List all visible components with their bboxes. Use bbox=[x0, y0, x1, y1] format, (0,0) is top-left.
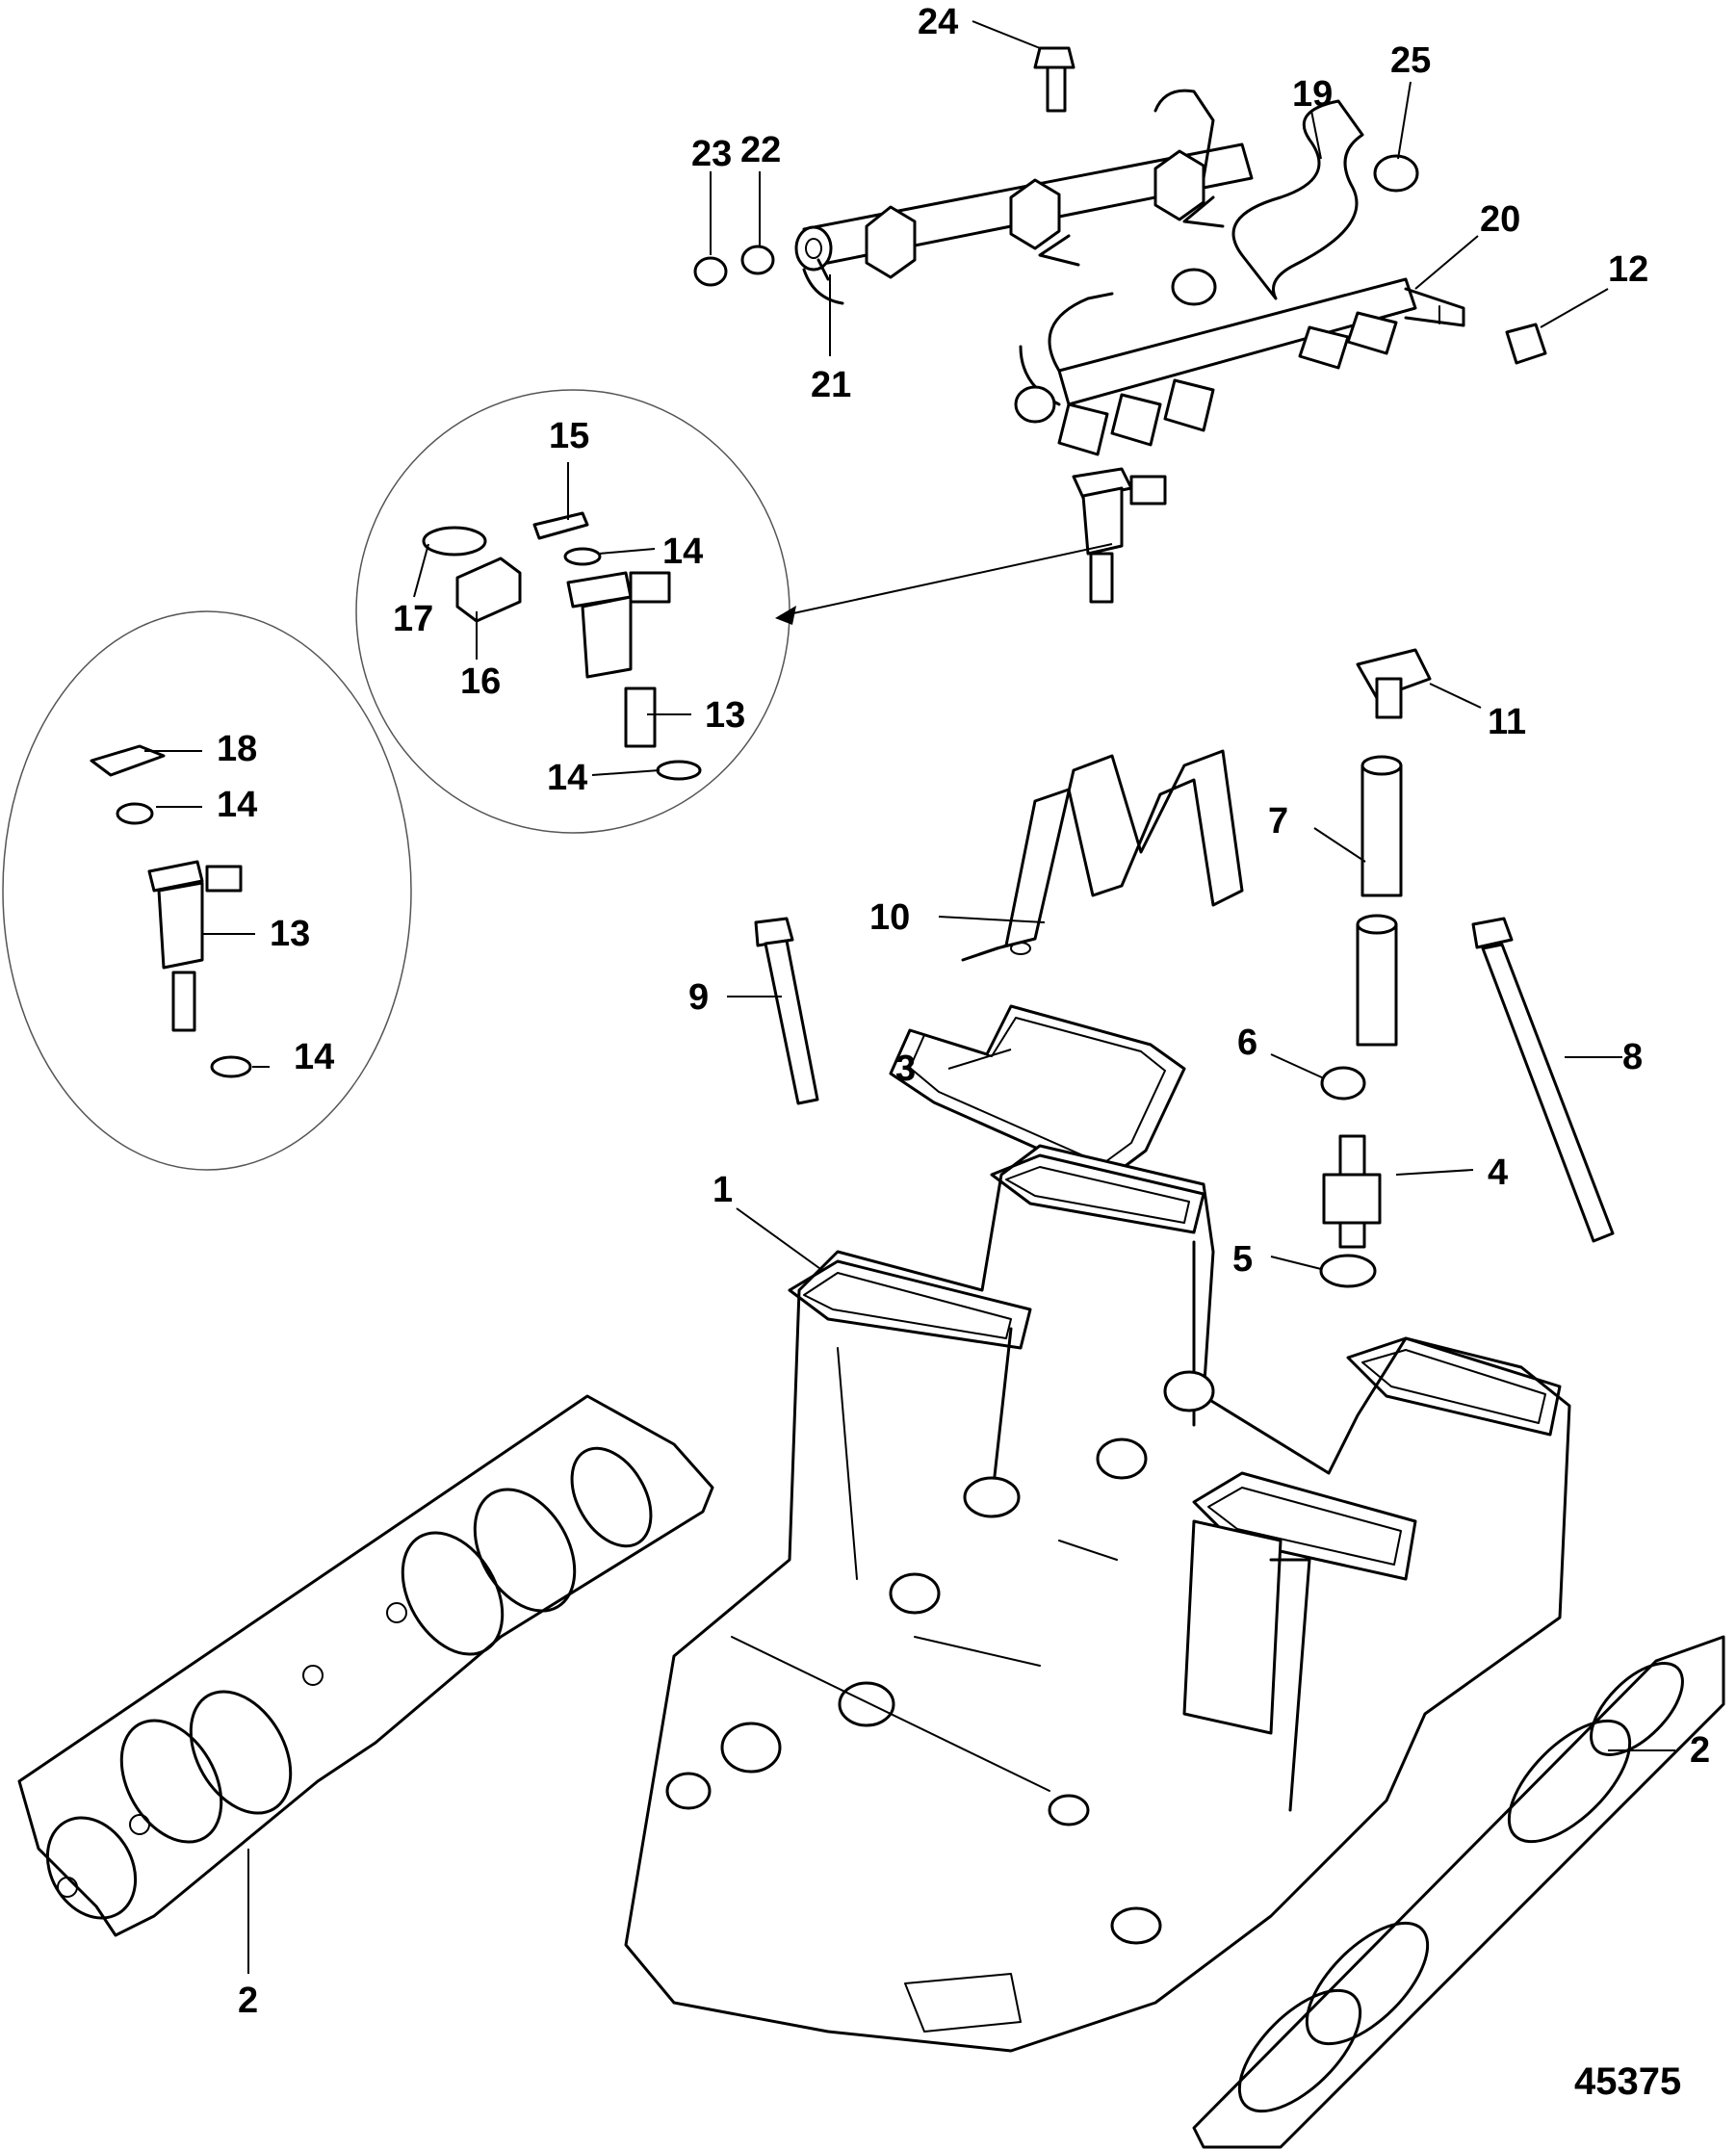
leader-19 bbox=[1310, 110, 1322, 160]
callout-4: 4 bbox=[1488, 1153, 1508, 1193]
leader-10 bbox=[938, 916, 1046, 923]
intake-manifold bbox=[624, 1144, 1571, 2053]
pcv-valve-4 bbox=[1322, 1134, 1382, 1249]
callout-14-d: 14 bbox=[294, 1037, 334, 1077]
callout-9: 9 bbox=[688, 977, 709, 1018]
leader-20 bbox=[1414, 235, 1479, 290]
leader-12 bbox=[1540, 288, 1609, 328]
callout-13-a: 13 bbox=[705, 695, 745, 736]
callout-13-b: 13 bbox=[270, 914, 310, 954]
retainer-15 bbox=[532, 511, 589, 540]
callout-25: 25 bbox=[1390, 40, 1431, 81]
callout-19: 19 bbox=[1292, 74, 1333, 115]
bolt-24 bbox=[1033, 46, 1075, 113]
callout-23: 23 bbox=[691, 134, 732, 174]
leader-11 bbox=[1429, 683, 1482, 709]
cap-22 bbox=[740, 245, 775, 275]
fuel-rail-upper bbox=[794, 89, 1254, 305]
o-ring-14-d bbox=[210, 1055, 252, 1078]
figure-number: 45375 bbox=[1574, 2060, 1681, 2103]
bracket-hole bbox=[1010, 942, 1031, 955]
elbow-fitting-11 bbox=[1356, 648, 1432, 719]
callout-18: 18 bbox=[217, 729, 257, 769]
callout-14-c: 14 bbox=[217, 785, 257, 825]
cap-12 bbox=[1505, 323, 1547, 365]
callout-14-a: 14 bbox=[662, 531, 703, 572]
callout-8: 8 bbox=[1622, 1037, 1643, 1077]
bracket-10 bbox=[961, 749, 1244, 962]
callout-17: 17 bbox=[393, 599, 433, 639]
callout-7: 7 bbox=[1268, 801, 1288, 842]
fuel-injector-13-a bbox=[566, 571, 671, 748]
hose-clamp-2 bbox=[1171, 268, 1217, 306]
callout-16: 16 bbox=[460, 661, 501, 702]
hose-7 bbox=[1356, 755, 1403, 1047]
o-ring-14-c bbox=[116, 802, 154, 825]
bolt-9 bbox=[754, 917, 819, 1105]
fuel-injector-13-b bbox=[147, 860, 243, 1032]
cap-23 bbox=[693, 256, 728, 287]
clip-16 bbox=[455, 557, 522, 623]
hose-clamp bbox=[1373, 154, 1419, 193]
callout-5: 5 bbox=[1232, 1239, 1253, 1280]
callout-6: 6 bbox=[1237, 1023, 1257, 1063]
callout-2-left: 2 bbox=[238, 1981, 258, 2021]
callout-11: 11 bbox=[1488, 702, 1526, 742]
callout-20: 20 bbox=[1480, 199, 1520, 240]
callout-12: 12 bbox=[1608, 249, 1648, 290]
o-ring-17 bbox=[422, 526, 487, 557]
arrow-head bbox=[775, 606, 796, 625]
hose bbox=[1231, 99, 1364, 300]
leader-1 bbox=[736, 1207, 824, 1272]
leader-4 bbox=[1395, 1169, 1474, 1176]
leader-14-a bbox=[598, 548, 656, 555]
leader-5 bbox=[1270, 1256, 1322, 1270]
leader-24 bbox=[972, 20, 1041, 49]
callout-2-right: 2 bbox=[1690, 1730, 1710, 1771]
retainer-18 bbox=[90, 744, 166, 777]
callout-1: 1 bbox=[713, 1170, 733, 1210]
fuel-rail-lower bbox=[1014, 277, 1465, 456]
callout-21: 21 bbox=[811, 365, 851, 405]
grommet-6 bbox=[1320, 1066, 1366, 1101]
callout-22: 22 bbox=[740, 130, 781, 170]
leader-17 bbox=[413, 543, 429, 598]
callout-10: 10 bbox=[869, 897, 910, 938]
leader-25 bbox=[1397, 81, 1412, 160]
bolt-8 bbox=[1471, 917, 1615, 1243]
callout-15: 15 bbox=[549, 416, 589, 456]
gasket-3 bbox=[889, 1004, 1186, 1181]
gasket-2-right bbox=[1192, 1635, 1725, 2149]
callout-14-b: 14 bbox=[547, 758, 587, 798]
o-ring-14-a bbox=[563, 547, 602, 566]
fuel-injector-exploded bbox=[1072, 467, 1167, 604]
leader-14-b bbox=[591, 769, 661, 776]
detail-circle-injector-b bbox=[2, 610, 412, 1171]
injector-arrow bbox=[779, 543, 1113, 617]
grommet-5 bbox=[1319, 1254, 1377, 1288]
leader-6 bbox=[1270, 1053, 1325, 1079]
leader-3 bbox=[947, 1049, 1012, 1070]
gasket-2-left bbox=[17, 1394, 714, 1937]
callout-24: 24 bbox=[918, 2, 958, 42]
leader-7 bbox=[1313, 827, 1366, 863]
o-ring-14-b bbox=[656, 760, 702, 781]
callout-3: 3 bbox=[895, 1049, 916, 1089]
